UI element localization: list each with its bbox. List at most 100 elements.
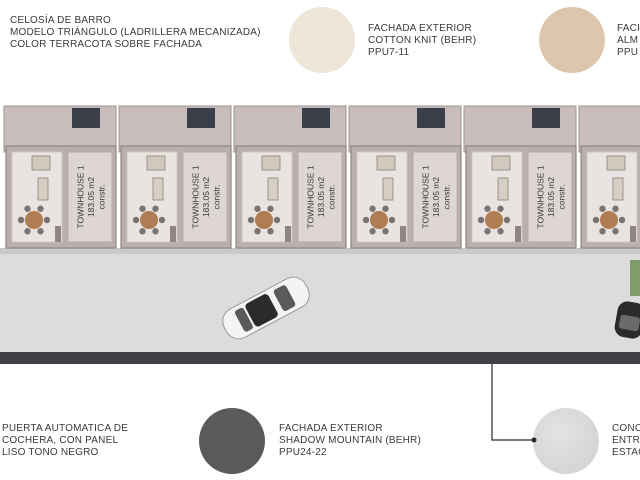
note-lattice-line-2: MODELO TRIÁNGULO (LADRILLERA MECANIZADA) [10,27,261,38]
chair [592,216,600,224]
armchair [261,155,281,171]
stair-post [400,226,406,242]
swatch-almond [539,7,605,73]
car-sedan [222,276,310,340]
unit-label-line: constr. [97,184,107,209]
label-panel [67,151,113,243]
curb-line [0,248,640,254]
stair-post [170,226,176,242]
note-facade-shadow: FACHADA EXTERIOR SHADOW MOUNTAIN (BEHR) … [279,423,421,459]
armchair [376,155,396,171]
swatch-shadow-mountain [199,408,265,474]
stair-post [630,226,636,242]
note-facade-cotton-line-3: PPU7-11 [368,47,410,58]
dining-table [370,211,388,229]
sofa [497,177,509,201]
skylight [187,108,215,128]
chair [17,216,25,224]
chair [618,216,626,224]
note-facade-shadow-line-1: FACHADA EXTERIOR [279,423,383,434]
unit-label-line: TOWNHOUSE 1 [191,165,201,228]
unit-label-line: 183.05 m2 [546,177,556,217]
unit-label-line: 183.05 m2 [86,177,96,217]
armchair [31,155,51,171]
note-facade-cut: FACI ALM PPU [617,23,640,59]
chair [612,228,619,235]
townhouse-unit: TOWNHOUSE 1183.05 m2constr. [463,105,577,249]
street-edge [0,352,640,364]
chair [497,228,504,235]
chair [254,228,261,235]
chair [247,216,255,224]
chair [369,228,376,235]
leader-dot-end [531,437,537,443]
chair [132,216,140,224]
unit-label-line: constr. [212,184,222,209]
unit-label-line: TOWNHOUSE 1 [536,165,546,228]
unit-label-line: 183.05 m2 [201,177,211,217]
swatch-cotton-knit [289,7,355,73]
note-garage-door-line-1: PUERTA AUTOMATICA DE [2,423,129,434]
unit-label: TOWNHOUSE 1183.05 m2constr. [421,165,452,228]
unit-label: TOWNHOUSE 1183.05 m2constr. [306,165,337,228]
note-facade-cut-line-1: FACI [617,23,640,34]
chair [362,216,370,224]
chair [158,216,166,224]
armchair [491,155,511,171]
label-panel [412,151,458,243]
sofa [37,177,49,201]
chair [599,228,606,235]
unit-label-line: TOWNHOUSE 1 [421,165,431,228]
chair [273,216,281,224]
chair [599,205,606,212]
unit-label-line: constr. [557,184,567,209]
note-facade-shadow-line-2: SHADOW MOUNTAIN (BEHR) [279,435,421,446]
townhouse-row: TOWNHOUSE 1183.05 m2constr.TOWNHOUSE 118… [3,105,640,249]
armchair [606,155,626,171]
stair-post [515,226,521,242]
chair [139,205,146,212]
townhouse-unit: TOWNHOUSE 1183.05 m2constr. [233,105,347,249]
townhouse-unit: TOWNHOUSE 1183.05 m2constr. [3,105,117,249]
chair [497,205,504,212]
label-panel [182,151,228,243]
chair [477,216,485,224]
chair [152,228,159,235]
note-lattice: CELOSÍA DE BARRO MODELO TRIÁNGULO (LADRI… [10,15,261,51]
unit-label-line: constr. [327,184,337,209]
label-panel [527,151,573,243]
skylight [302,108,330,128]
chair [484,205,491,212]
note-garage-door: PUERTA AUTOMATICA DE COCHERA, CON PANEL … [2,423,128,459]
unit-label-line: 183.05 m2 [431,177,441,217]
sofa [612,177,624,201]
dining-table [140,211,158,229]
unit-label-line: constr. [442,184,452,209]
note-concrete-cut-line-3: ESTAC [612,447,640,458]
chair [382,205,389,212]
dining-table [485,211,503,229]
parking-area [0,248,640,352]
chair [382,228,389,235]
site-plan: TOWNHOUSE 1183.05 m2constr.TOWNHOUSE 118… [0,105,640,364]
car-dark-partial [614,301,640,339]
townhouse-unit: TOWNHOUSE 1183.05 m2constr. [348,105,462,249]
note-concrete-cut-line-1: CONC [612,423,640,434]
stair-post [55,226,61,242]
dining-table [25,211,43,229]
unit-roof [578,105,640,153]
chair [254,205,261,212]
dining-table [255,211,273,229]
note-facade-cotton-line-2: COTTON KNIT (BEHR) [368,35,477,46]
swatch-concrete [533,408,599,474]
skylight [532,108,560,128]
note-garage-door-line-2: COCHERA, CON PANEL [2,435,119,446]
note-garage-door-line-3: LISO TONO NEGRO [2,447,99,458]
green-strip [630,260,640,296]
chair [152,205,159,212]
chair [484,228,491,235]
chair [37,205,44,212]
townhouse-unit: TOWNHOUSE 1183.05 m2constr. [578,105,640,249]
sofa [152,177,164,201]
